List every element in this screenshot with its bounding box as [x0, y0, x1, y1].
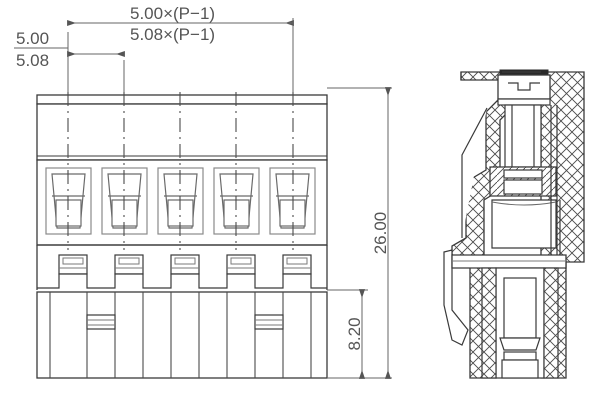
- dimension-label-span-primary: 5.00×(P−1): [130, 4, 215, 23]
- housing-upper-body: [36, 103, 328, 161]
- section-screw-head: [497, 69, 551, 106]
- section-pin-cavity: [495, 267, 545, 379]
- latch-tab: [58, 254, 88, 275]
- pole-centrelines-group: [67, 92, 294, 250]
- section-chamfer-lead-in: [443, 107, 488, 346]
- housing-leg-block: [36, 291, 328, 379]
- solder-pin-detail: [254, 314, 284, 330]
- section-conductor-rails: [550, 105, 561, 262]
- dimension-group-right: [327, 87, 392, 379]
- dimension-label-height-lower: 8.20: [345, 317, 364, 350]
- housing-base-profile: [37, 273, 327, 293]
- latch-tab: [226, 254, 256, 275]
- housing-lower-shoulder: [36, 244, 328, 290]
- section-screw-shank: [504, 104, 542, 168]
- section-clamping-yoke: [489, 166, 557, 197]
- section-wire-channel: [491, 199, 557, 249]
- section-left-leg-hatch: [481, 267, 497, 379]
- section-top-flange: [460, 71, 541, 80]
- latch-tabs-group: [58, 254, 312, 275]
- latch-tab: [282, 254, 312, 275]
- dimension-label-span-secondary: 5.08×(P−1): [130, 25, 215, 44]
- cross-section-view: [443, 69, 585, 379]
- dimension-label-pitch-primary: 5.00: [16, 29, 49, 48]
- dimension-label-height-total: 26.00: [371, 212, 390, 255]
- dimension-label-pitch-secondary: 5.08: [16, 51, 49, 70]
- housing-top-cap: [36, 94, 328, 105]
- latch-tab: [114, 254, 144, 275]
- section-right-leg-hatch: [543, 267, 559, 379]
- section-mid-deck: [451, 254, 567, 269]
- dimension-group-top: [14, 18, 294, 100]
- solder-pin-detail: [86, 314, 116, 330]
- front-elevation-view: [36, 92, 328, 379]
- latch-tab: [170, 254, 200, 275]
